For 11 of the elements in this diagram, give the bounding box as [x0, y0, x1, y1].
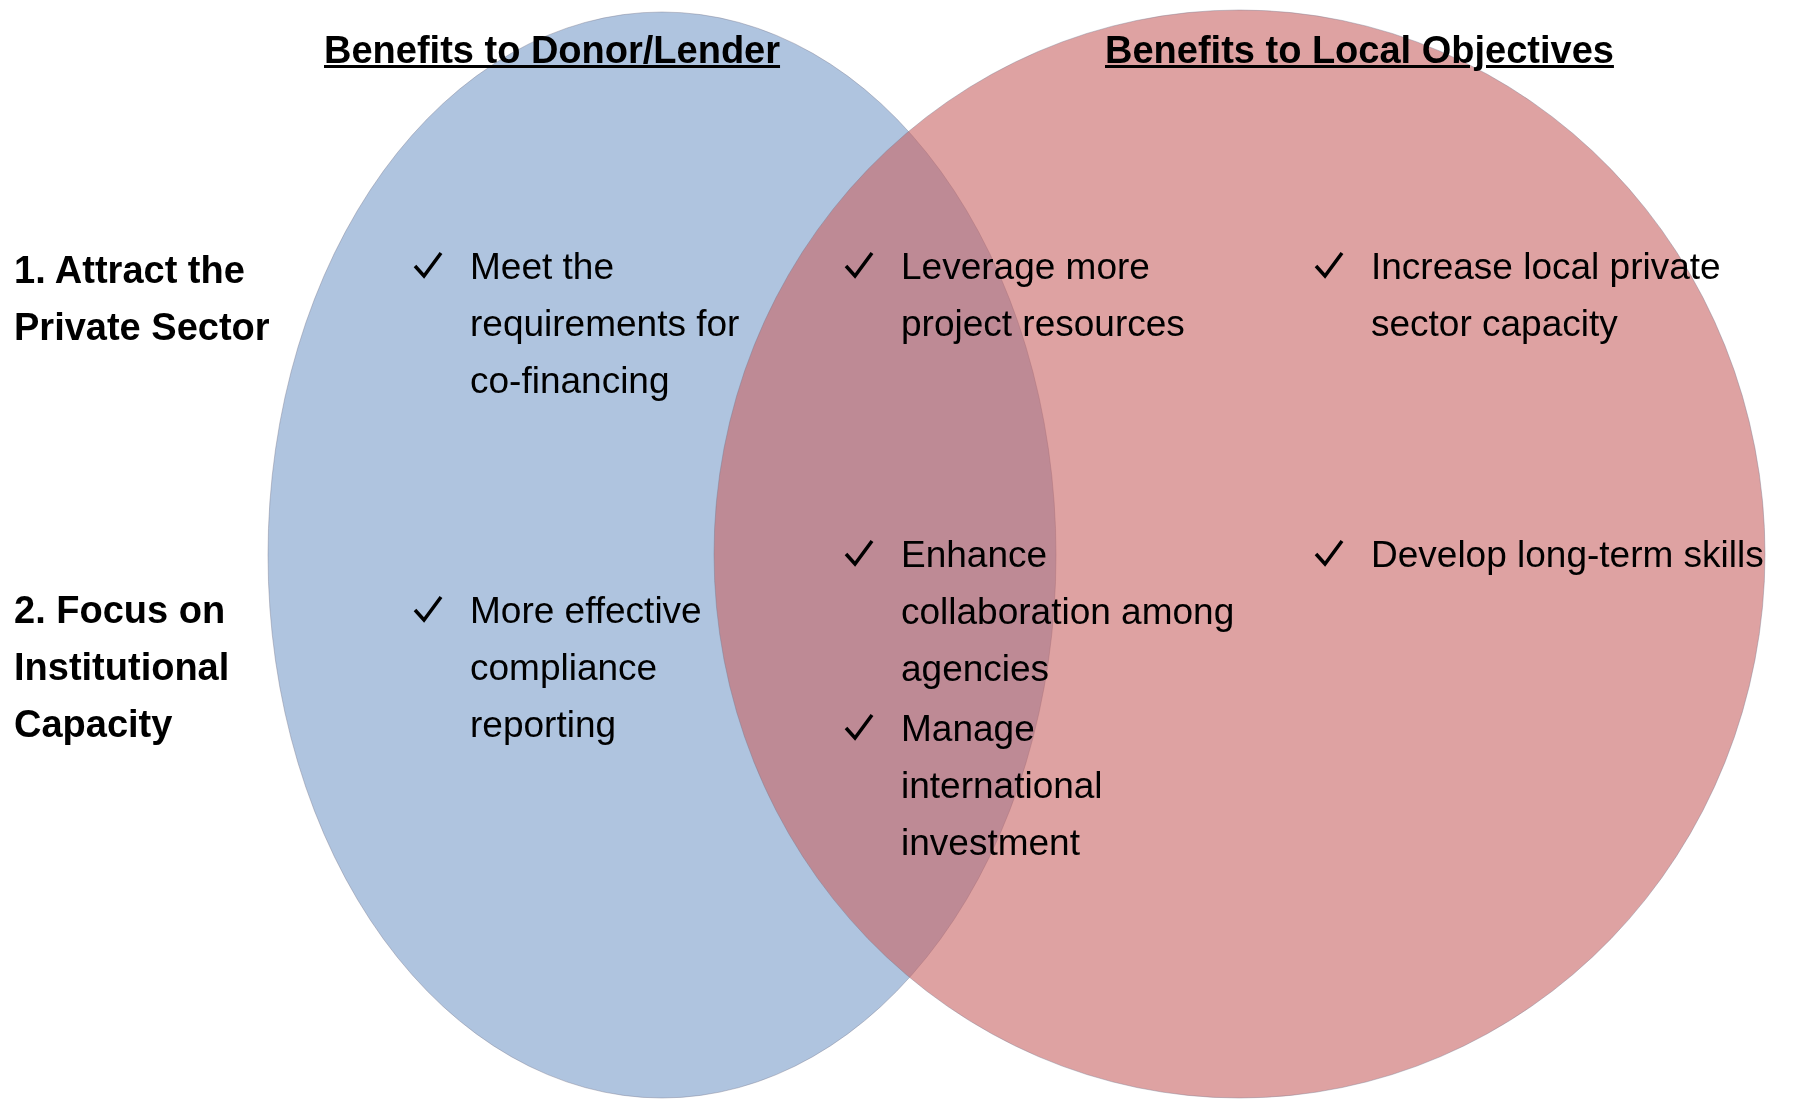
benefit-text: Increase local private sector capacity: [1371, 245, 1722, 346]
circle-heading: Benefits to Donor/Lender: [324, 29, 781, 72]
row-heading: 2. Focus on Institutional Capacity: [14, 588, 231, 747]
circle-heading: Benefits to Local Objectives: [1105, 29, 1614, 72]
benefit-text: Leverage more project resources: [901, 245, 1186, 346]
benefit-text: Manage international investment: [901, 707, 1104, 865]
benefit-text: Meet the requirements for co-financing: [470, 245, 741, 403]
benefit-text: Develop long-term skills: [1371, 533, 1765, 577]
benefit-text: More effective compliance reporting: [470, 589, 703, 747]
benefit-text: Enhance collaboration among agencies: [901, 533, 1236, 691]
row-heading: 1. Attract the Private Sector: [14, 248, 271, 350]
